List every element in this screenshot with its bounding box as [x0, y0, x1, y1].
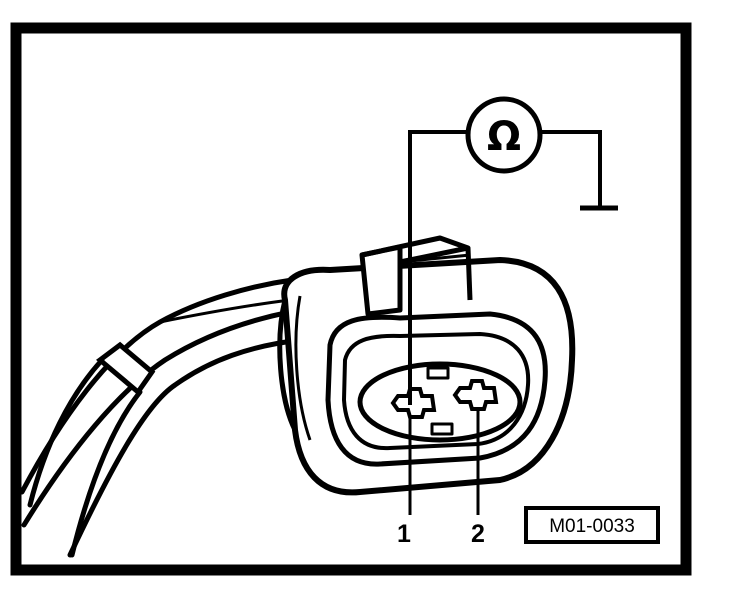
- connector-housing: [277, 235, 576, 496]
- measurement-leads: [408, 130, 602, 405]
- reference-code: M01-0033: [549, 516, 635, 537]
- meter-symbol: Ω: [487, 114, 521, 160]
- pin-leader-lines: [408, 410, 480, 515]
- reference-code-box: M01-0033: [524, 506, 660, 544]
- wire-harness: [19, 277, 303, 558]
- pin-label-1: 1: [397, 520, 411, 548]
- pin-label-2: 2: [471, 520, 485, 548]
- ohmmeter-icon: Ω: [465, 96, 543, 174]
- terminal-pin-2: [452, 379, 499, 411]
